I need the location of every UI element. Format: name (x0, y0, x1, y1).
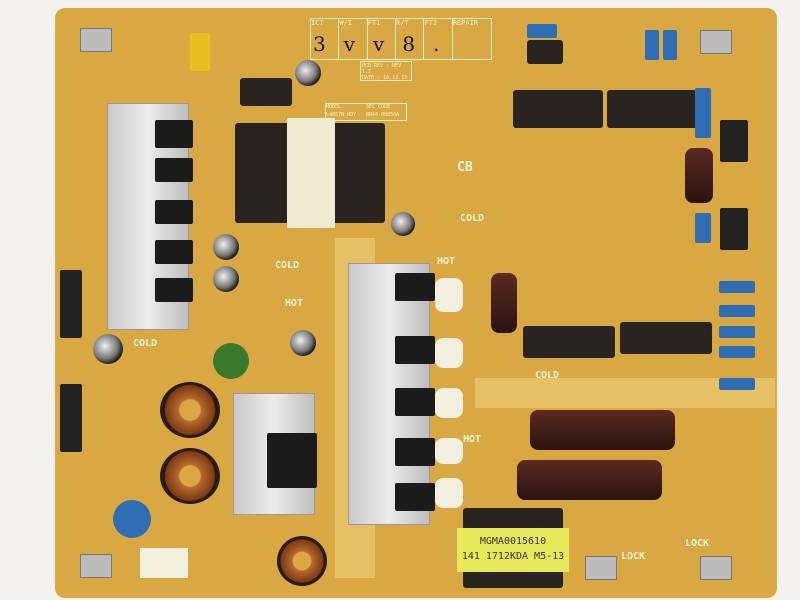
smd-component (719, 305, 755, 317)
thermal-glue (435, 338, 463, 368)
transistor (155, 240, 193, 264)
thermistor (213, 343, 249, 379)
pcb-rev-box: PCB REV : REV 1.2 DATE : 16.12.13 (360, 61, 412, 81)
transistor (155, 200, 193, 224)
bridge-rectifier (267, 433, 317, 488)
table-cell: R/T (396, 19, 425, 59)
relay (620, 322, 712, 354)
handwritten-marks: 3 v v 8 . (313, 32, 439, 56)
sec-code-label: SEC CODE (366, 104, 391, 110)
film-capacitor (695, 213, 711, 243)
table-cell: ICT (311, 19, 340, 59)
connector (720, 208, 748, 250)
toroid-inductor (160, 448, 220, 504)
cold-label: COLD (535, 370, 560, 381)
transistor (395, 483, 435, 511)
relay (513, 90, 603, 128)
capacitor (213, 266, 239, 292)
model-label: MODEL (326, 104, 342, 110)
model-table: MODEL SEC CODE L40S7N_MDY BN44-00856A (325, 103, 407, 121)
relay (607, 90, 697, 128)
film-capacitor (695, 88, 711, 138)
transistor (155, 158, 193, 182)
table-cell: REPAIR (452, 19, 479, 27)
transformer-part-number: MGMA0015610 (479, 536, 547, 547)
capacitor (240, 78, 292, 106)
smd-component (719, 326, 755, 338)
film-capacitor (663, 30, 677, 60)
thermal-glue (435, 388, 463, 418)
transformer-date-code: 141 1712KDA M5-13 (461, 551, 565, 562)
hot-label: HOT (285, 298, 304, 309)
electrolytic-capacitor (517, 460, 662, 500)
transformer-tape (287, 118, 335, 228)
mark: . (433, 32, 440, 56)
mark: v (343, 32, 356, 56)
capacitor (190, 33, 210, 71)
mounting-clip (80, 28, 112, 52)
transistor (395, 388, 435, 416)
capacitor (295, 60, 321, 86)
thermal-glue (435, 278, 463, 312)
cold-label: COLD (275, 260, 300, 271)
mounting-clip (80, 554, 112, 578)
toroid-inductor (160, 382, 220, 438)
table-cell: W/I (339, 19, 368, 59)
smd-component (719, 346, 755, 358)
lock-label: LOCK (685, 538, 710, 549)
film-capacitor (645, 30, 659, 60)
thermal-glue (435, 438, 463, 464)
model-value: L40S7N_MDY (326, 112, 357, 118)
relay (523, 326, 615, 358)
transistor (395, 336, 435, 364)
transistor (395, 438, 435, 466)
pcb-rev: PCB REV : REV 1.2 (362, 63, 402, 75)
hot-label: HOT (463, 434, 482, 445)
hot-label: HOT (437, 256, 456, 267)
pcb-date: DATE : 16.12.13 (362, 75, 408, 81)
capacitor (391, 212, 415, 236)
connector (60, 270, 82, 338)
cold-label: COLD (460, 213, 485, 224)
mounting-clip (700, 30, 732, 54)
smd-component (719, 281, 755, 293)
connector (720, 120, 748, 162)
transistor (155, 120, 193, 148)
smd-component (719, 378, 755, 390)
table-cell: FT1 (368, 19, 397, 59)
inspection-table: ICT W/I FT1 R/T FT2 REPAIR (310, 18, 492, 60)
lock-label: LOCK (621, 551, 646, 562)
component (527, 40, 563, 64)
mounting-clip (700, 556, 732, 580)
transistor (155, 278, 193, 302)
electrolytic-capacitor (530, 410, 675, 450)
capacitor (93, 334, 123, 364)
table-cell: FT2 (424, 19, 453, 59)
toroid-inductor (277, 536, 327, 586)
mark: 8 (402, 32, 416, 56)
electrolytic-capacitor (685, 148, 713, 203)
varistor (113, 500, 151, 538)
cb-mark: CB (457, 160, 473, 175)
transistor (395, 273, 435, 301)
pcb-board: ICT W/I FT1 R/T FT2 REPAIR 3 v v 8 . PCB… (55, 8, 777, 598)
capacitor (290, 330, 316, 356)
film-capacitor (527, 24, 557, 38)
electrolytic-capacitor (491, 273, 517, 333)
connector (60, 384, 82, 452)
transformer-label: MGMA0015610 141 1712KDA M5-13 (457, 528, 569, 572)
mark: v (373, 32, 385, 56)
sec-code-value: BN44-00856A (366, 112, 400, 118)
mark: 3 (313, 32, 326, 56)
capacitor (213, 234, 239, 260)
cold-label: COLD (133, 338, 158, 349)
mounting-clip (585, 556, 617, 580)
power-connector (140, 548, 188, 578)
thermal-glue (435, 478, 463, 508)
